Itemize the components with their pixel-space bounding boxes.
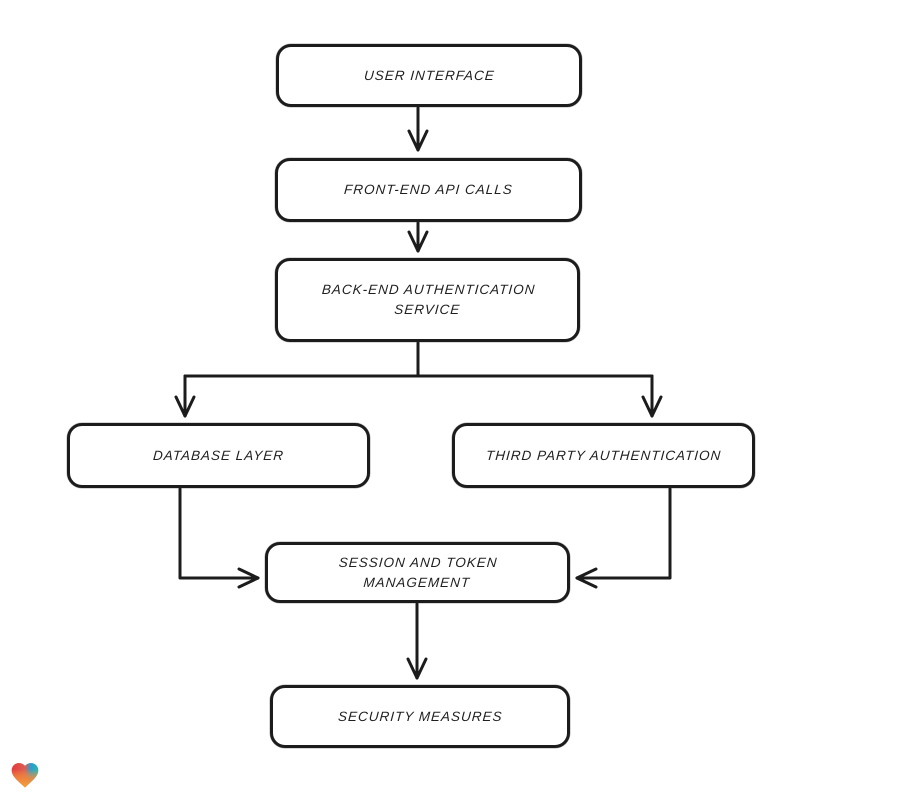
- node-database-layer[interactable]: DATABASE LAYER: [67, 423, 370, 488]
- node-user-interface[interactable]: USER INTERFACE: [276, 44, 582, 107]
- node-third-party-authentication[interactable]: THIRD PARTY AUTHENTICATION: [452, 423, 755, 488]
- node-front-end-api-calls[interactable]: FRONT-END API CALLS: [275, 158, 582, 222]
- node-back-end-authentication-service[interactable]: BACK-END AUTHENTICATION SERVICE: [275, 258, 580, 342]
- node-label: SECURITY MEASURES: [337, 708, 503, 724]
- node-label: FRONT-END API CALLS: [343, 182, 514, 198]
- edge-thirdparty-to-session: [575, 487, 672, 589]
- node-label: THIRD PARTY AUTHENTICATION: [485, 447, 722, 463]
- node-label: USER INTERFACE: [363, 67, 495, 83]
- node-label: SESSION AND TOKEN MANAGEMENT: [338, 554, 499, 590]
- heart-logo-icon: [9, 759, 41, 791]
- edge-database-to-session: [178, 487, 260, 589]
- node-label: DATABASE LAYER: [152, 447, 285, 463]
- node-security-measures[interactable]: SECURITY MEASURES: [270, 685, 570, 748]
- node-session-and-token-management[interactable]: SESSION AND TOKEN MANAGEMENT: [265, 542, 570, 603]
- node-label: BACK-END AUTHENTICATION SERVICE: [320, 282, 536, 317]
